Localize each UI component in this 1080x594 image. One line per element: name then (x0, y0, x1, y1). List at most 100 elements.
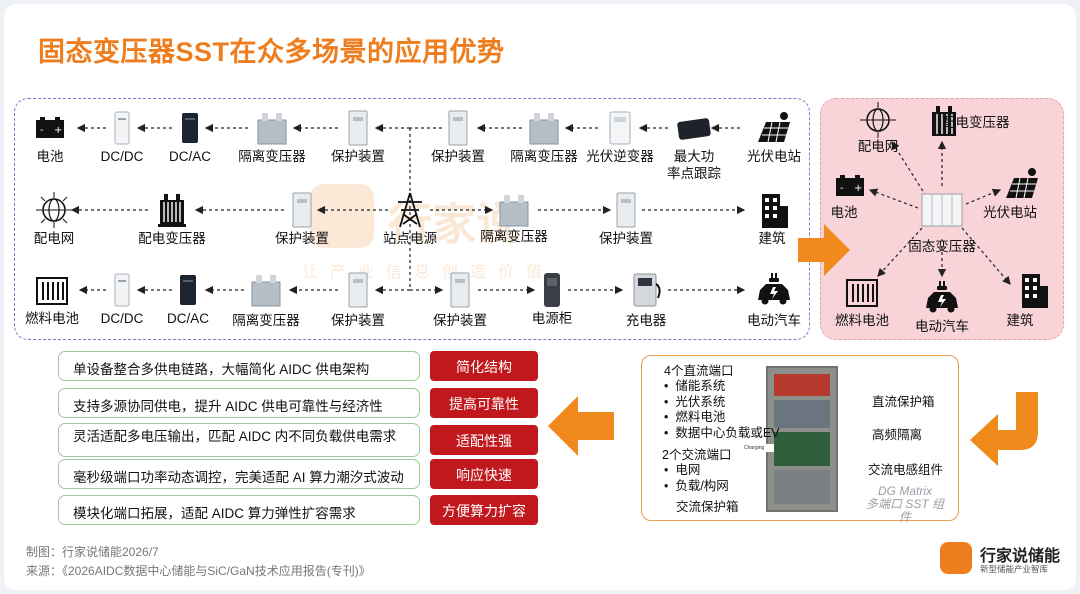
mppt-controller-icon (677, 118, 711, 140)
advantage-tag: 提高可靠性 (430, 388, 538, 418)
protection-device-icon (348, 272, 368, 308)
logo-name: 行家说储能 (980, 548, 1061, 565)
label: 保护装置 (275, 231, 329, 246)
dc-port-item: • 燃料电池 (664, 410, 726, 424)
ac-port-item: • 负载/构网 (664, 478, 729, 493)
label: 隔离变压器 (232, 313, 300, 328)
battery-icon: -+ (36, 117, 64, 138)
photo-module (774, 374, 830, 396)
label: 配电网 (857, 139, 899, 154)
photo-tag: Charging (742, 444, 802, 452)
brand-logo: 行家说储能 新型储能产业智库 (940, 540, 1070, 580)
advantage-row: 单设备整合多供电链路，大幅简化 AIDC 供电架构 简化结构 (58, 351, 538, 381)
label: 光伏逆变器 (586, 149, 654, 164)
label: 电源柜 (531, 311, 573, 326)
ac-ports-title: 2个交流端口 (662, 448, 732, 462)
svg-text:-: - (840, 183, 844, 194)
footer-source: 来源：《2026AIDC数据中心储能与SiC/GaN技术应用报告(专刊)》 (26, 564, 371, 578)
inverter-icon (182, 113, 198, 143)
label: 隔离变压器 (238, 149, 306, 164)
label: 固态变压器 (908, 239, 976, 254)
protection-device-icon (448, 110, 468, 146)
advantage-tag: 简化结构 (430, 351, 538, 381)
dc-ports-title: 4个直流端口 (664, 364, 734, 378)
logo-sub: 新型储能产业智库 (980, 564, 1049, 574)
solar-panel-icon (758, 112, 790, 143)
arrow-curve-icon (970, 392, 1038, 466)
dc-ports-list: • 储能系统 • 光伏系统 • 燃料电池 • 数据中心负载或EV (664, 379, 780, 441)
label: 隔离变压器 (510, 149, 578, 164)
watermark-logo-icon (310, 184, 374, 248)
label: 配电变压器 (138, 231, 206, 246)
label: 电池 (830, 205, 858, 220)
fuel-cell-icon (36, 277, 68, 305)
sst-cabinet-icon (921, 193, 963, 227)
label: 建筑 (758, 231, 786, 246)
isolation-transformer-icon (499, 195, 529, 227)
label: 保护装置 (331, 149, 385, 164)
advantage-row: 毫秒级端口功率动态调控，完美适配 AI 算力潮汐式波动 响应快速 (58, 459, 538, 489)
converter-icon (114, 273, 130, 307)
svg-text:-: - (40, 125, 44, 136)
building-icon (1022, 274, 1048, 308)
charger-icon (633, 273, 661, 307)
photo-module (774, 470, 830, 504)
advantage-desc: 毫秒级端口功率动态调控，完美适配 AI 算力潮汐式波动 (58, 459, 420, 489)
battery-icon: -+ (836, 175, 864, 196)
label: 保护装置 (433, 313, 487, 328)
label: 电动汽车 (915, 319, 969, 334)
protection-device-icon (450, 272, 470, 308)
solar-panel-icon (1006, 168, 1038, 199)
label: 保护装置 (331, 313, 385, 328)
advantage-desc: 支持多源协同供电，提升 AIDC 供电可靠性与经济性 (58, 388, 420, 418)
fuel-cell-icon (846, 279, 878, 307)
label: 充电器 (625, 313, 667, 328)
label: 隔离变压器 (480, 229, 548, 244)
advantage-row: 模块化端口拓展，适配 AIDC 算力弹性扩容需求 方便算力扩容 (58, 495, 538, 525)
inverter-icon (180, 275, 196, 305)
label: 配电变压器 (942, 115, 1010, 130)
label: 光伏电站 (747, 149, 801, 164)
dc-protection-label: 直流保护箱 (872, 395, 935, 409)
advantage-desc: 灵活适配多电压输出，匹配 AIDC 内不同负载供电需求 (58, 423, 420, 457)
label: 最大功 率点跟踪 (667, 149, 721, 181)
logo-icon (940, 542, 972, 574)
ac-port-item: • 电网 (664, 463, 701, 477)
topology-panel (14, 98, 810, 340)
grid-globe-icon (860, 102, 896, 138)
arrow-left-icon (548, 396, 614, 456)
photo-caption: DG Matrix 多端口 SST 组 件 (865, 484, 944, 524)
label: 保护装置 (599, 231, 653, 246)
svg-text:+: + (854, 183, 862, 194)
protection-device-icon (616, 192, 636, 228)
electric-car-icon (926, 281, 958, 313)
advantage-tag: 响应快速 (430, 459, 538, 489)
converter-icon (114, 111, 130, 145)
dc-port-item: • 储能系统 (664, 379, 726, 393)
power-tower-icon (398, 192, 422, 228)
advantage-row: 灵活适配多电压输出，匹配 AIDC 内不同负载供电需求 适配性强 (58, 423, 538, 457)
photo-module (774, 400, 830, 428)
advantage-desc: 模块化端口拓展，适配 AIDC 算力弹性扩容需求 (58, 495, 420, 525)
advantage-desc: 单设备整合多供电链路，大幅简化 AIDC 供电架构 (58, 351, 420, 381)
sst-product-photo: Charging (742, 366, 838, 512)
transformer-icon (932, 106, 956, 136)
label: DC/AC (168, 149, 211, 164)
dc-port-item: • 数据中心负载或EV (664, 425, 780, 440)
label: 电池 (36, 149, 64, 164)
label: 建筑 (1006, 313, 1034, 328)
label: 电动汽车 (747, 313, 801, 328)
ac-inductor-label: 交流电感组件 (868, 463, 944, 477)
label: DC/DC (100, 311, 144, 326)
isolation-transformer-icon (251, 275, 281, 307)
page-title: 固态变压器SST在众多场景的应用优势 (38, 37, 505, 67)
power-cabinet-icon (544, 273, 560, 307)
dc-port-item: • 光伏系统 (664, 394, 726, 409)
label: 站点电源 (383, 231, 437, 246)
ac-protection-label: 交流保护箱 (676, 500, 739, 514)
arrow-right-icon (798, 224, 850, 276)
electric-car-icon (758, 273, 790, 305)
grid-globe-icon (36, 192, 72, 228)
advantage-tag: 方便算力扩容 (430, 495, 538, 525)
transformer-icon (158, 194, 186, 227)
